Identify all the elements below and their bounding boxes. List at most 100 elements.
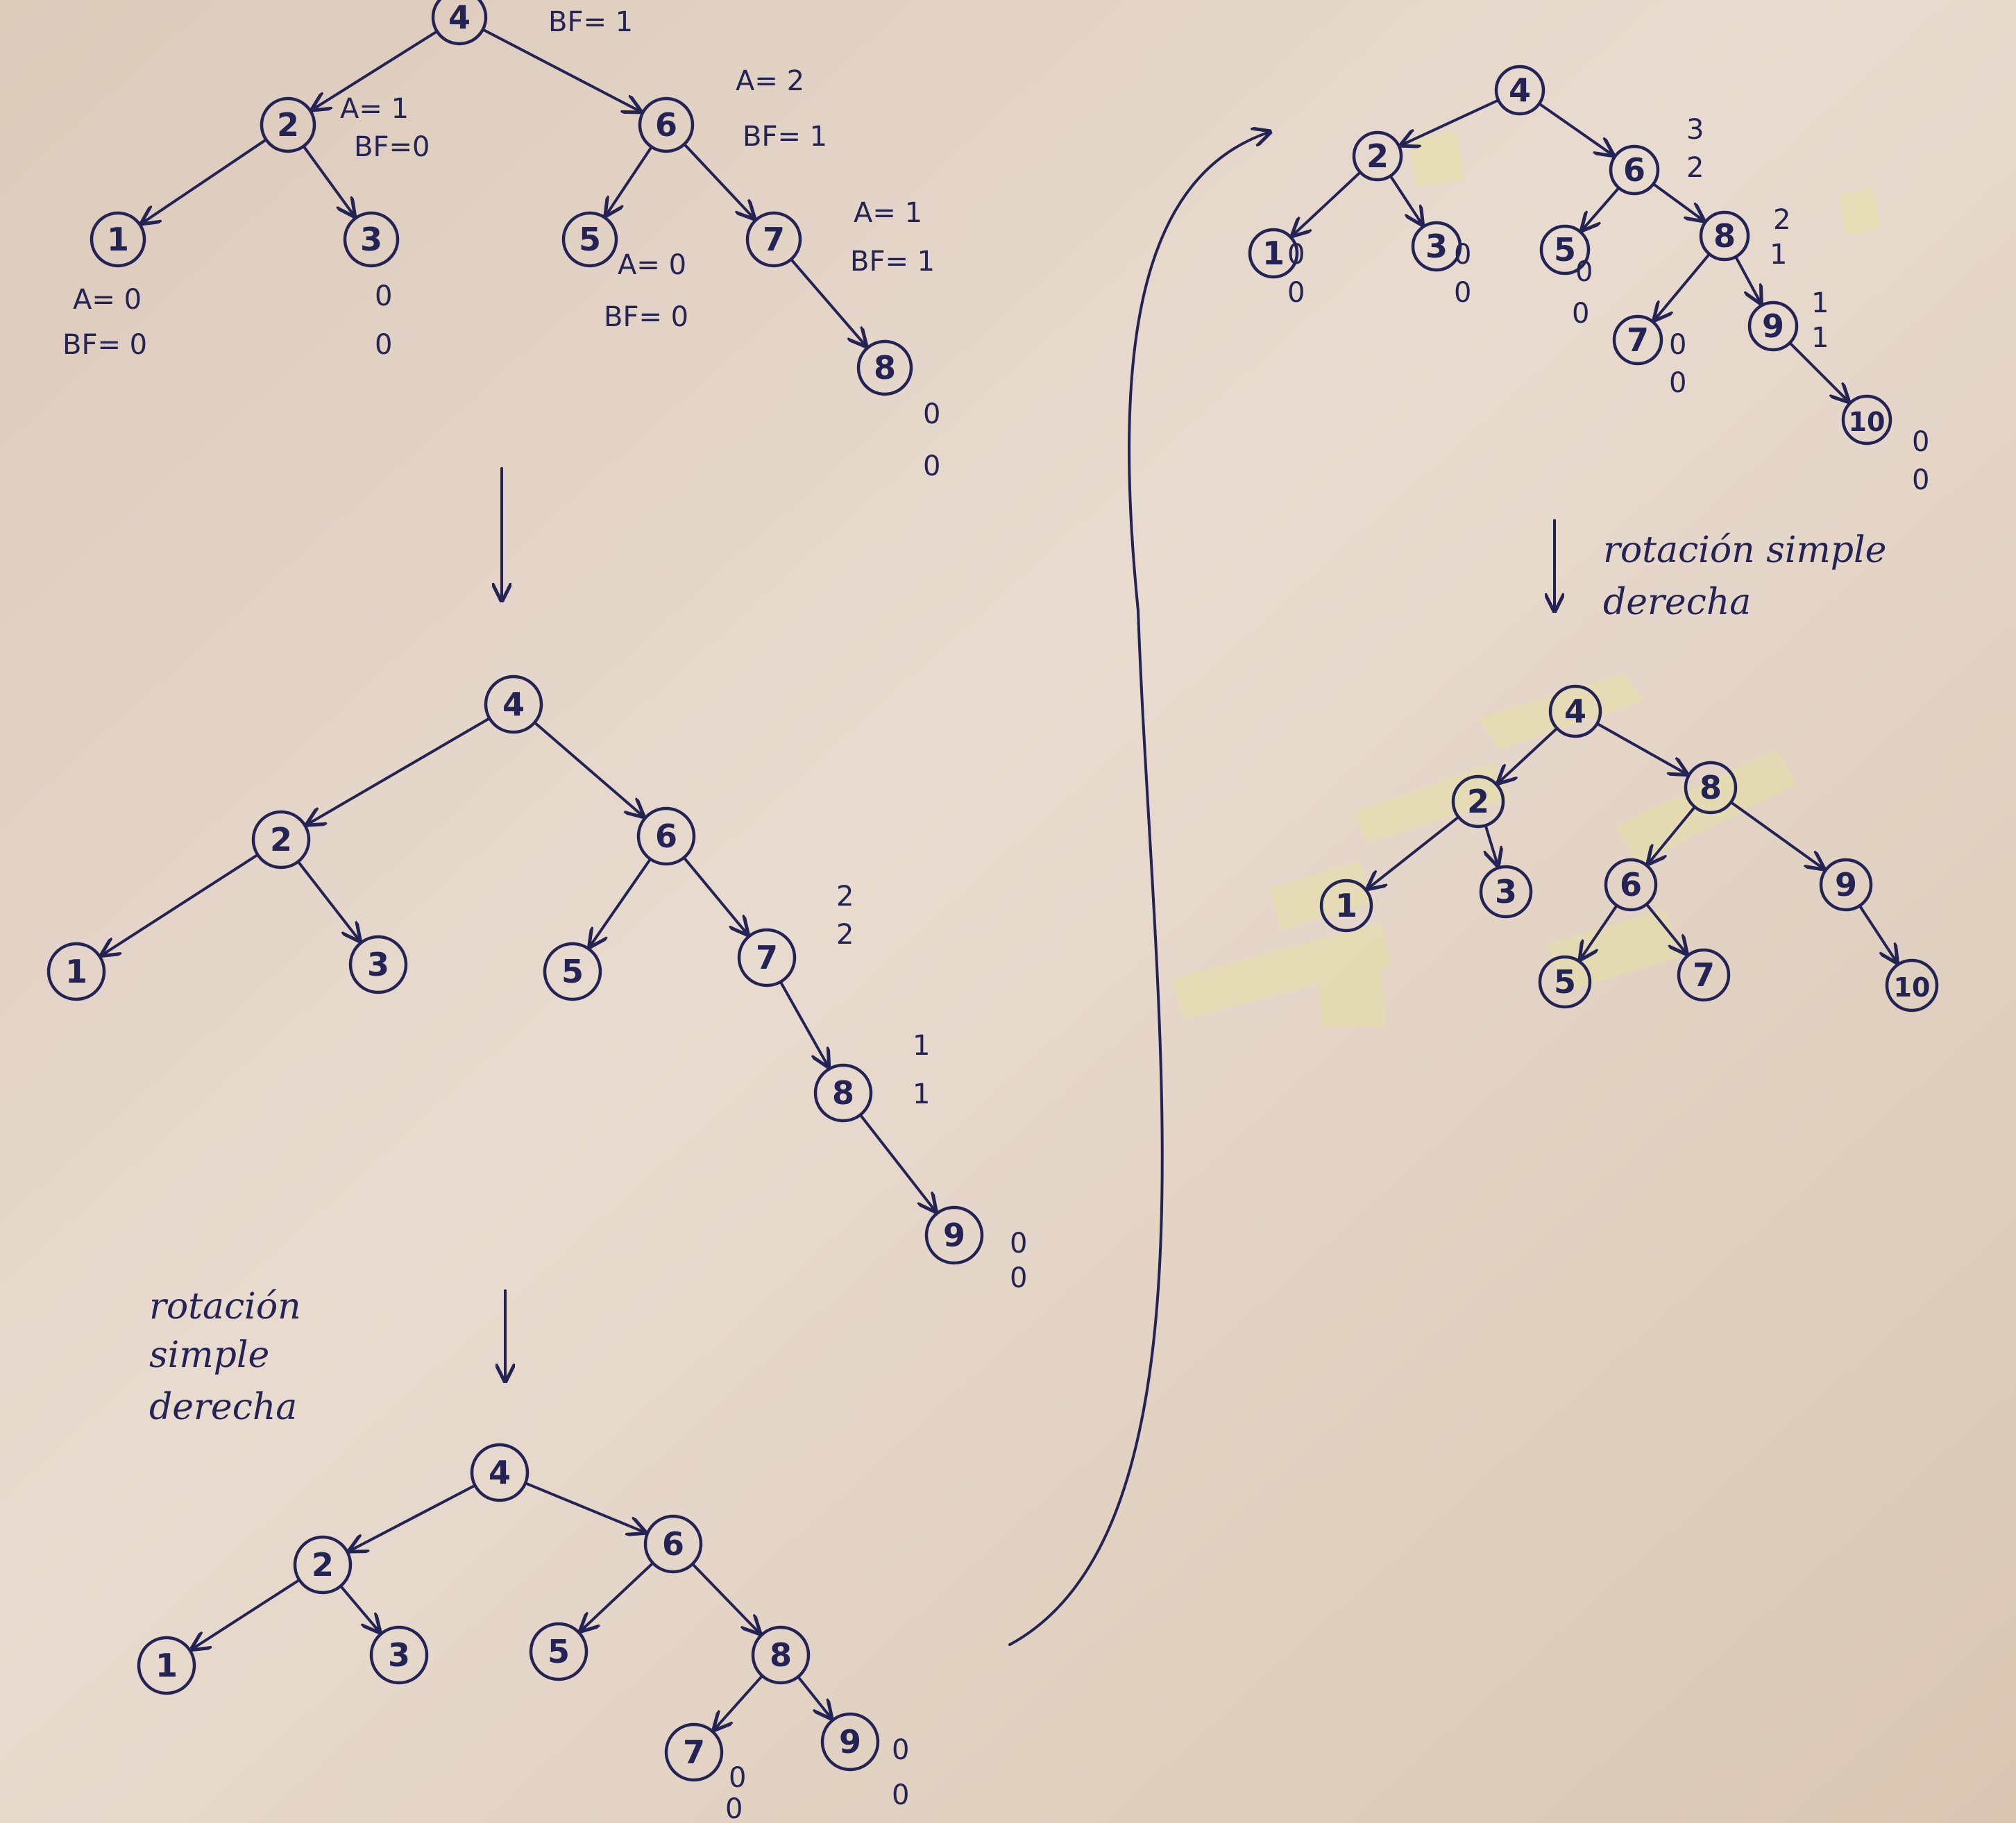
tree-node-4: 4	[1548, 684, 1602, 738]
node-circle	[820, 1712, 880, 1772]
node-annotation: BF= 0	[62, 329, 147, 361]
tree-node-7: 7	[664, 1722, 724, 1782]
node-annotation: 0	[1454, 239, 1471, 271]
node-label: 7	[763, 221, 785, 258]
node-label: 2	[270, 821, 292, 858]
node-label: 5	[548, 1633, 570, 1670]
tree-edge-4-6	[533, 721, 643, 816]
node-label: 4	[1509, 71, 1531, 109]
node-label: 6	[1623, 151, 1645, 189]
tree-node-4: 4	[484, 675, 543, 734]
node-circle	[561, 211, 618, 268]
note-line: rotación simple	[1603, 529, 1886, 571]
note-rotation-right: rotación simple derecha	[1603, 529, 1886, 623]
node-annotation: 0	[1572, 298, 1589, 330]
node-circle	[1609, 144, 1660, 196]
node-circle	[1451, 774, 1505, 829]
node-annotation: 0	[1669, 329, 1686, 361]
node-annotation: 0	[1912, 464, 1929, 496]
node-circle	[643, 1514, 703, 1574]
node-label: 9	[1762, 307, 1784, 345]
tree-node-5: 5	[561, 211, 618, 268]
node-label: 5	[1554, 963, 1576, 1001]
tree-node-5: 5	[1538, 955, 1592, 1009]
node-label: 1	[1262, 235, 1285, 272]
node-annotation: 2	[1686, 152, 1704, 184]
tree-node-3: 3	[1411, 221, 1462, 272]
node-circle	[1677, 948, 1731, 1002]
tree-edge-8-9	[797, 1675, 831, 1718]
node-label: 3	[1425, 228, 1448, 265]
node-label: 2	[312, 1546, 334, 1584]
tree-node-8: 8	[1684, 761, 1738, 815]
node-annotation: A= 0	[618, 249, 686, 281]
tree-edge-4-2	[1402, 99, 1500, 145]
tree-node-10: 10	[1885, 958, 1939, 1012]
tree-edge-8-9	[1729, 801, 1823, 869]
tree-edge-2-1	[142, 138, 268, 223]
node-label: 3	[388, 1636, 410, 1674]
node-circle	[251, 810, 311, 870]
node-annotation: 0	[375, 329, 392, 361]
tree-node-1: 1	[137, 1636, 196, 1695]
node-label: 3	[367, 946, 389, 983]
node-annotation: 0	[1912, 426, 1929, 458]
tree-node-4: 4	[470, 1443, 530, 1502]
tree-node-1: 1	[1248, 228, 1299, 279]
node-circle	[751, 1625, 811, 1685]
tree-edge-6-8	[1652, 183, 1704, 221]
tree-edge-8-6	[1648, 805, 1697, 863]
node-label: 1	[1335, 887, 1357, 924]
tree-node-9: 9	[820, 1712, 880, 1772]
tree-edge-6-5	[581, 1561, 654, 1631]
node-circle	[1841, 394, 1892, 446]
node-label: 6	[655, 106, 677, 144]
node-annotation: 1	[913, 1030, 930, 1062]
tree-node-6: 6	[643, 1514, 703, 1574]
tree-node-8: 8	[813, 1063, 873, 1123]
node-annotation: 0	[923, 398, 940, 430]
node-label: 3	[360, 221, 382, 258]
node-circle	[1747, 300, 1799, 352]
tree-node-8: 8	[1699, 210, 1750, 262]
node-circle	[638, 96, 695, 153]
node-annotation: 2	[1773, 204, 1790, 236]
node-label: 7	[756, 939, 778, 976]
node-annotation: 0	[725, 1793, 743, 1823]
tree-node-2: 2	[251, 810, 311, 870]
tree-node-9: 9	[924, 1205, 984, 1265]
node-circle	[924, 1205, 984, 1265]
tree-node-3: 3	[348, 935, 408, 994]
node-label: 4	[489, 1454, 511, 1491]
node-annotation: BF= 1	[743, 121, 827, 153]
node-circle	[1248, 228, 1299, 279]
node-label: 2	[277, 106, 299, 144]
node-label: 2	[1366, 137, 1389, 175]
node-annotation: 0	[923, 450, 940, 482]
node-circle	[636, 806, 696, 866]
node-circle	[1548, 684, 1602, 738]
node-label: 9	[943, 1216, 965, 1254]
tree-node-5: 5	[1539, 224, 1591, 275]
tree-node-4: 4	[1494, 65, 1545, 116]
tree-edge-2-1	[192, 1578, 301, 1650]
node-annotation: 0	[1287, 277, 1305, 309]
node-label: 5	[561, 953, 584, 990]
node-label: 6	[662, 1525, 684, 1563]
node-circle	[90, 211, 146, 268]
node-annotation: 1	[913, 1078, 930, 1110]
tree-node-3: 3	[1479, 865, 1533, 919]
tree-edge-2-3	[296, 860, 359, 941]
tree-edge-2-3	[339, 1584, 380, 1632]
tree-edge-9-10	[1858, 904, 1897, 962]
tree-node-10: 10	[1841, 394, 1892, 446]
node-annotation: BF= 0	[604, 301, 688, 333]
node-circle	[46, 942, 106, 1001]
tree-node-8: 8	[751, 1625, 811, 1685]
node-circle	[1612, 314, 1663, 366]
node-annotation: 0	[1010, 1228, 1027, 1260]
node-circle	[293, 1535, 353, 1595]
tree-edge-2-3	[1389, 174, 1423, 225]
